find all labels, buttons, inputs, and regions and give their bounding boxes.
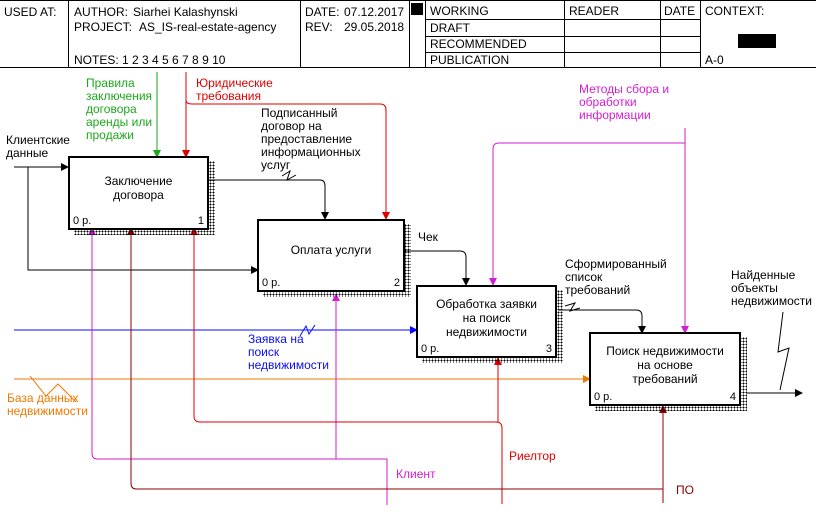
working-status-mark	[411, 3, 423, 15]
box1-label-line1: Заключение	[104, 174, 173, 188]
arrow-legal-to-box2	[185, 99, 390, 220]
notes-label: NOTES: 1 2 3 4 5 6 7 8 9 10	[74, 53, 226, 67]
box4-cost: 0 р.	[594, 391, 613, 403]
box4-label-line2: на основе	[637, 358, 693, 372]
box1-cost: 0 р.	[73, 215, 92, 227]
arrow-database-squiggle	[29, 375, 77, 403]
box4-label-line1: Поиск недвижимости	[606, 344, 724, 358]
activity-box-4[interactable]: Поиск недвижимости на основе требований …	[589, 332, 741, 406]
label-realtor: Риелтор	[509, 449, 556, 463]
reader-label: READER	[569, 4, 620, 18]
arrow-software-to-box1	[127, 227, 664, 503]
box3-label-line1: Обработка заявки	[436, 297, 537, 311]
idef0-header-frame: USED AT: AUTHOR: Siarhei Kalashynski PRO…	[0, 0, 816, 68]
label-client: Клиент	[396, 467, 436, 481]
arrow-client-data-to-box2	[27, 167, 259, 274]
node-number: A-0	[705, 53, 724, 67]
box1-number: 1	[197, 215, 204, 227]
status-draft: DRAFT	[430, 21, 470, 35]
box4-label-line3: требований	[632, 372, 698, 386]
arrow-client-to-box1	[88, 227, 388, 505]
author-label: AUTHOR:	[74, 5, 128, 19]
arrow-formed-squiggle	[564, 302, 581, 312]
box2-number: 2	[393, 277, 400, 289]
box1-label-line2: договора	[113, 188, 164, 202]
rev-value: 29.05.2018	[344, 20, 405, 34]
status-working: WORKING	[430, 4, 489, 18]
activity-box-2[interactable]: Оплата услуги 0 р. 2	[257, 219, 405, 292]
project-label: PROJECT:	[74, 20, 133, 34]
activity-box-1[interactable]: Заключение договора 0 р. 1	[68, 156, 209, 230]
date-label: DATE:	[305, 5, 340, 19]
box2-cost: 0 р.	[262, 277, 281, 289]
arrow-methods-to-box3	[489, 130, 686, 286]
box3-label-line3: недвижимости	[446, 325, 527, 339]
project-value: AS_IS-real-estate-agency	[139, 20, 277, 34]
label-check: Чек	[418, 230, 438, 244]
date-column-label: DATE	[664, 4, 696, 18]
arrow-found-squiggle	[777, 311, 790, 391]
context-label: CONTEXT:	[705, 4, 765, 18]
arrow-request-squiggle	[299, 324, 316, 337]
arrow-realtor-to-box1	[190, 227, 503, 504]
date-value: 07.12.2017	[344, 5, 405, 19]
box2-label-line1: Оплата услуги	[290, 243, 372, 257]
label-software: ПО	[676, 483, 694, 497]
arrow-formed-list	[558, 309, 646, 334]
arrow-signed-squiggle	[281, 169, 297, 182]
author-value: Siarhei Kalashynski	[133, 5, 238, 19]
box3-cost: 0 р.	[421, 343, 440, 355]
status-publication: PUBLICATION	[430, 53, 510, 67]
arrow-signed-contract	[208, 179, 329, 220]
box3-label-line2: на поиск	[462, 311, 511, 325]
rev-label: REV:	[305, 20, 333, 34]
context-node-mark	[738, 34, 776, 48]
box4-number: 4	[729, 391, 736, 403]
activity-box-3[interactable]: Обработка заявки на поиск недвижимости 0…	[416, 285, 557, 358]
used-at-label: USED AT:	[4, 5, 57, 19]
box3-number: 3	[545, 343, 552, 355]
status-recommended: RECOMMENDED	[430, 37, 527, 51]
arrow-check	[404, 250, 470, 286]
